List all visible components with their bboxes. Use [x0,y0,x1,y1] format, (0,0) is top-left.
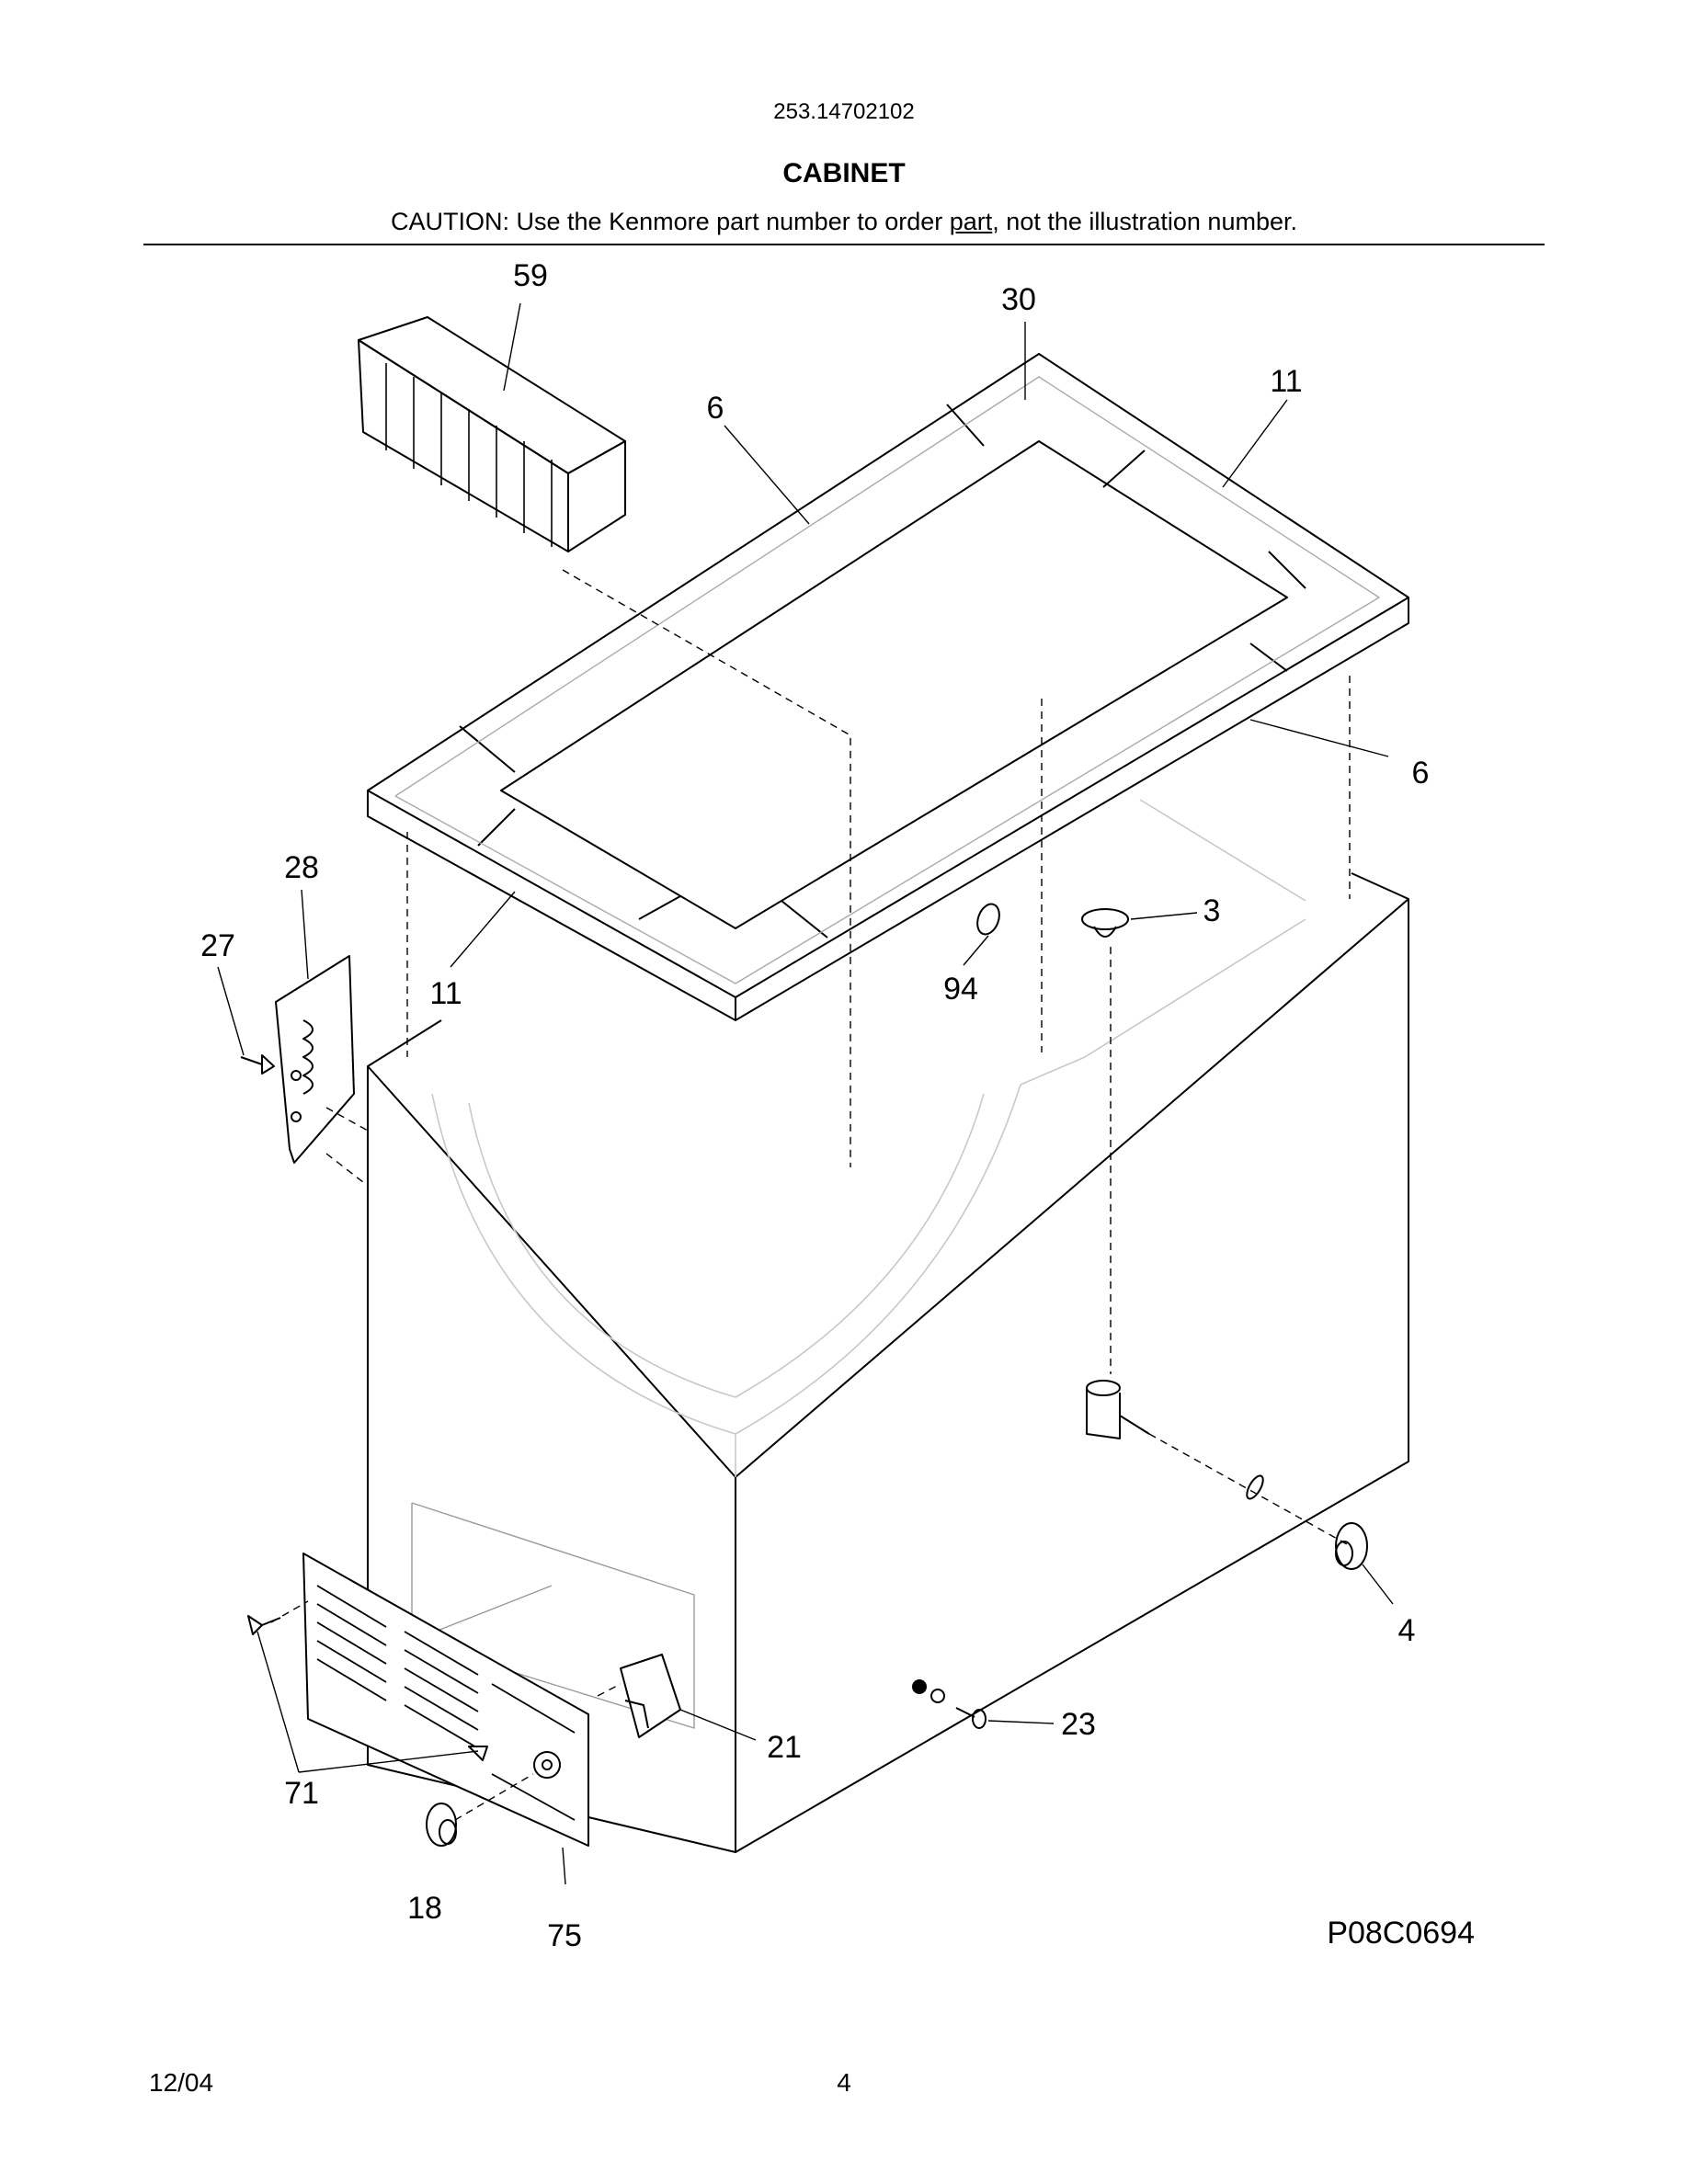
drain-tube [1086,1380,1264,1500]
basket [358,316,626,552]
callout-3: 3 [1203,893,1221,928]
assembly-dash-lines [270,569,1351,1821]
diagram-code: P08C0694 [1327,1916,1475,1951]
light-switch-23 [912,1679,987,1729]
caution-suffix: , not the illustration number. [992,208,1297,235]
callout-23: 23 [1061,1707,1096,1742]
leader-lines [217,302,1394,1885]
header-rule [143,244,1545,245]
model-number: 253.14702102 [773,99,915,124]
callout-labels: 59 30 11 6 6 28 27 11 3 94 4 21 23 71 18… [200,258,1429,1953]
callout-11-top: 11 [1270,364,1302,399]
callout-6-right: 6 [1412,756,1430,791]
callout-30: 30 [1001,282,1036,317]
callout-75: 75 [547,1918,582,1953]
caution-underlined: part [949,208,993,235]
callout-18: 18 [407,1891,442,1926]
drain-plug-4 [1335,1522,1368,1570]
plug-18 [426,1803,457,1847]
caution-note: CAUTION: Use the Kenmore part number to … [0,208,1688,236]
callout-27: 27 [200,928,235,963]
callout-6-top: 6 [707,391,724,426]
page-number: 4 [837,2068,851,2097]
toe-grille [302,1553,589,1847]
drain-plug-3 [1081,908,1129,938]
section-title: CABINET [782,158,906,188]
caution-prefix: CAUTION: Use the Kenmore part number to … [391,208,950,235]
hinge [275,955,355,1164]
callout-21: 21 [767,1730,802,1765]
screw-27 [240,1054,275,1075]
callout-11-left: 11 [429,976,462,1011]
callout-4: 4 [1398,1613,1416,1648]
callout-94: 94 [943,972,978,1007]
breaker-frame [367,353,1409,1021]
footer-date: 12/04 [149,2068,214,2097]
callout-28: 28 [284,850,319,885]
o-ring-94 [976,903,1000,936]
callout-71: 71 [284,1776,319,1811]
callout-59: 59 [513,258,548,293]
